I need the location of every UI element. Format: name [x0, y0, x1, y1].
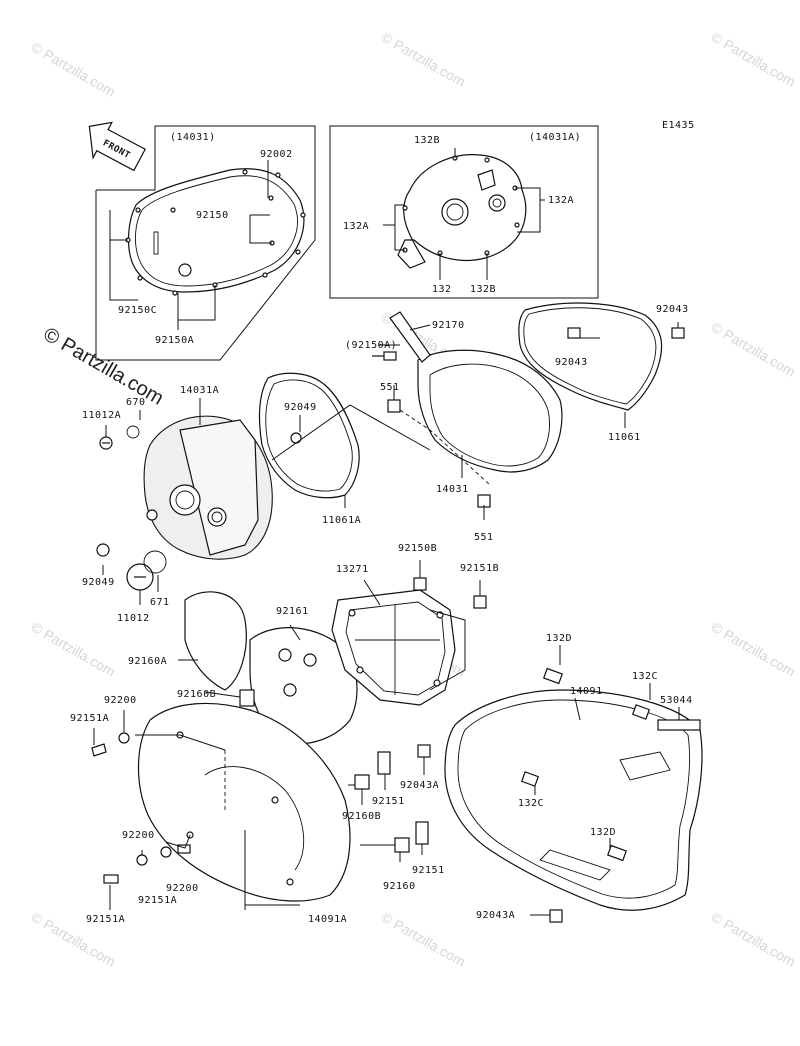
clutch-cover-assembly: 14031A 670 11012A 92049 11061A 92049 110…	[82, 372, 431, 624]
callout-132d-bottom: 132D	[590, 827, 616, 838]
callout-551-top: 551	[380, 382, 400, 393]
cover-14031-assembly: 92170 (92150A) 551 92043 92043 11061 140…	[345, 302, 689, 543]
callout-92150c: 92150C	[118, 305, 157, 316]
callout-14031a: 14031A	[180, 385, 219, 396]
inset-right: (14031A) 132B 132A 132A 132 132B	[329, 125, 599, 299]
damper-92160	[394, 837, 410, 853]
callout-92160: 92160	[383, 881, 416, 892]
watermark: © Partzilla.com	[709, 29, 799, 90]
gasket-11061	[518, 302, 663, 411]
callout-92160a: 92160A	[128, 656, 167, 667]
callout-92049-left: 92049	[82, 577, 115, 588]
diagram-id: E1435	[662, 120, 695, 131]
callout-132: 132	[432, 284, 452, 295]
callout-132c-top: 132C	[632, 671, 658, 682]
inset-left: (14031) 92002 92150 92150C 92150A	[95, 125, 316, 361]
front-arrow: FRONT	[88, 121, 146, 172]
watermark: © Partzilla.com	[709, 619, 799, 680]
callout-92151a-bottom: 92151A	[86, 914, 125, 925]
watermark: © Partzilla.com	[379, 909, 469, 970]
sensor-92170	[389, 311, 431, 363]
oring-671	[143, 550, 167, 574]
callout-132b-bottom: 132B	[470, 284, 496, 295]
clutch-cover-gasket-outline	[127, 168, 305, 293]
damper-92160b-mid	[354, 774, 370, 790]
damper-92160b-top	[239, 689, 255, 707]
callout-92200-mid: 92200	[122, 830, 155, 841]
callout-92002: 92002	[260, 149, 293, 160]
callout-14031: 14031	[436, 484, 469, 495]
callout-92151b: 92151B	[460, 563, 499, 574]
callout-92151-bottom: 92151	[412, 865, 445, 876]
center-plates: 92150B 13271 92151B 92161 92160A	[128, 543, 499, 745]
callout-92160b-top: 92160B	[177, 689, 216, 700]
plate-13271	[331, 589, 456, 706]
oring-670	[126, 425, 140, 439]
callout-671: 671	[150, 597, 170, 608]
inset-left-title: (14031)	[170, 132, 216, 143]
callout-92151a-top: 92151A	[70, 713, 109, 724]
watermark: © Partzilla.com	[709, 909, 799, 970]
watermark-large: © Partzilla.com	[40, 323, 168, 409]
cover-14091-assembly: 132D 14091 132C 53044 132C 132D 92043A	[417, 633, 703, 923]
callout-132a-left: 132A	[343, 221, 369, 232]
watermark: © Partzilla.com	[709, 319, 799, 380]
callout-92150a-paren: (92150A)	[345, 340, 397, 351]
callout-92161: 92161	[276, 606, 309, 617]
callout-132d-top: 132D	[546, 633, 572, 644]
watermark: © Partzilla.com	[29, 619, 119, 680]
callout-11061: 11061	[608, 432, 641, 443]
plate-92160a	[184, 591, 247, 691]
callout-92150b: 92150B	[398, 543, 437, 554]
gasket-11061a	[258, 372, 360, 499]
cover-14091a	[137, 702, 351, 902]
callout-13271: 13271	[336, 564, 369, 575]
callout-92043-inner: 92043	[555, 357, 588, 368]
watermark: © Partzilla.com	[29, 39, 119, 100]
callout-92043-right: 92043	[656, 304, 689, 315]
callout-11012: 11012	[117, 613, 150, 624]
callout-132b-top: 132B	[414, 135, 440, 146]
cover-14091	[444, 689, 703, 911]
pad-53044	[657, 719, 701, 731]
callout-11061a: 11061A	[322, 515, 361, 526]
callout-92200-top: 92200	[104, 695, 137, 706]
callout-14091a: 14091A	[308, 914, 347, 925]
washer-92049-left	[96, 543, 110, 557]
callout-92170: 92170	[432, 320, 465, 331]
cover-14091a-assembly: 92200 92151A 92160B 92043A 92151 92160B …	[70, 689, 445, 925]
callout-670: 670	[126, 397, 146, 408]
callout-92200-bottom: 92200	[166, 883, 199, 894]
inset-right-title: (14031A)	[529, 132, 581, 143]
callout-92150a: 92150A	[155, 335, 194, 346]
front-arrow-icon	[88, 121, 146, 172]
callout-551-bottom: 551	[474, 532, 494, 543]
callout-11012a: 11012A	[82, 410, 121, 421]
callout-92151-mid: 92151	[372, 796, 405, 807]
callout-92043a-bottom: 92043A	[476, 910, 515, 921]
watermark: © Partzilla.com	[379, 29, 469, 90]
callout-92049-top: 92049	[284, 402, 317, 413]
callout-132c-mid: 132C	[518, 798, 544, 809]
callout-92043a-mid: 92043A	[400, 780, 439, 791]
callout-92150: 92150	[196, 210, 229, 221]
callout-53044: 53044	[660, 695, 693, 706]
callout-92151a-mid: 92151A	[138, 895, 177, 906]
callout-92160b-mid: 92160B	[342, 811, 381, 822]
callout-14091: 14091	[570, 686, 603, 697]
callout-132a-right: 132A	[548, 195, 574, 206]
